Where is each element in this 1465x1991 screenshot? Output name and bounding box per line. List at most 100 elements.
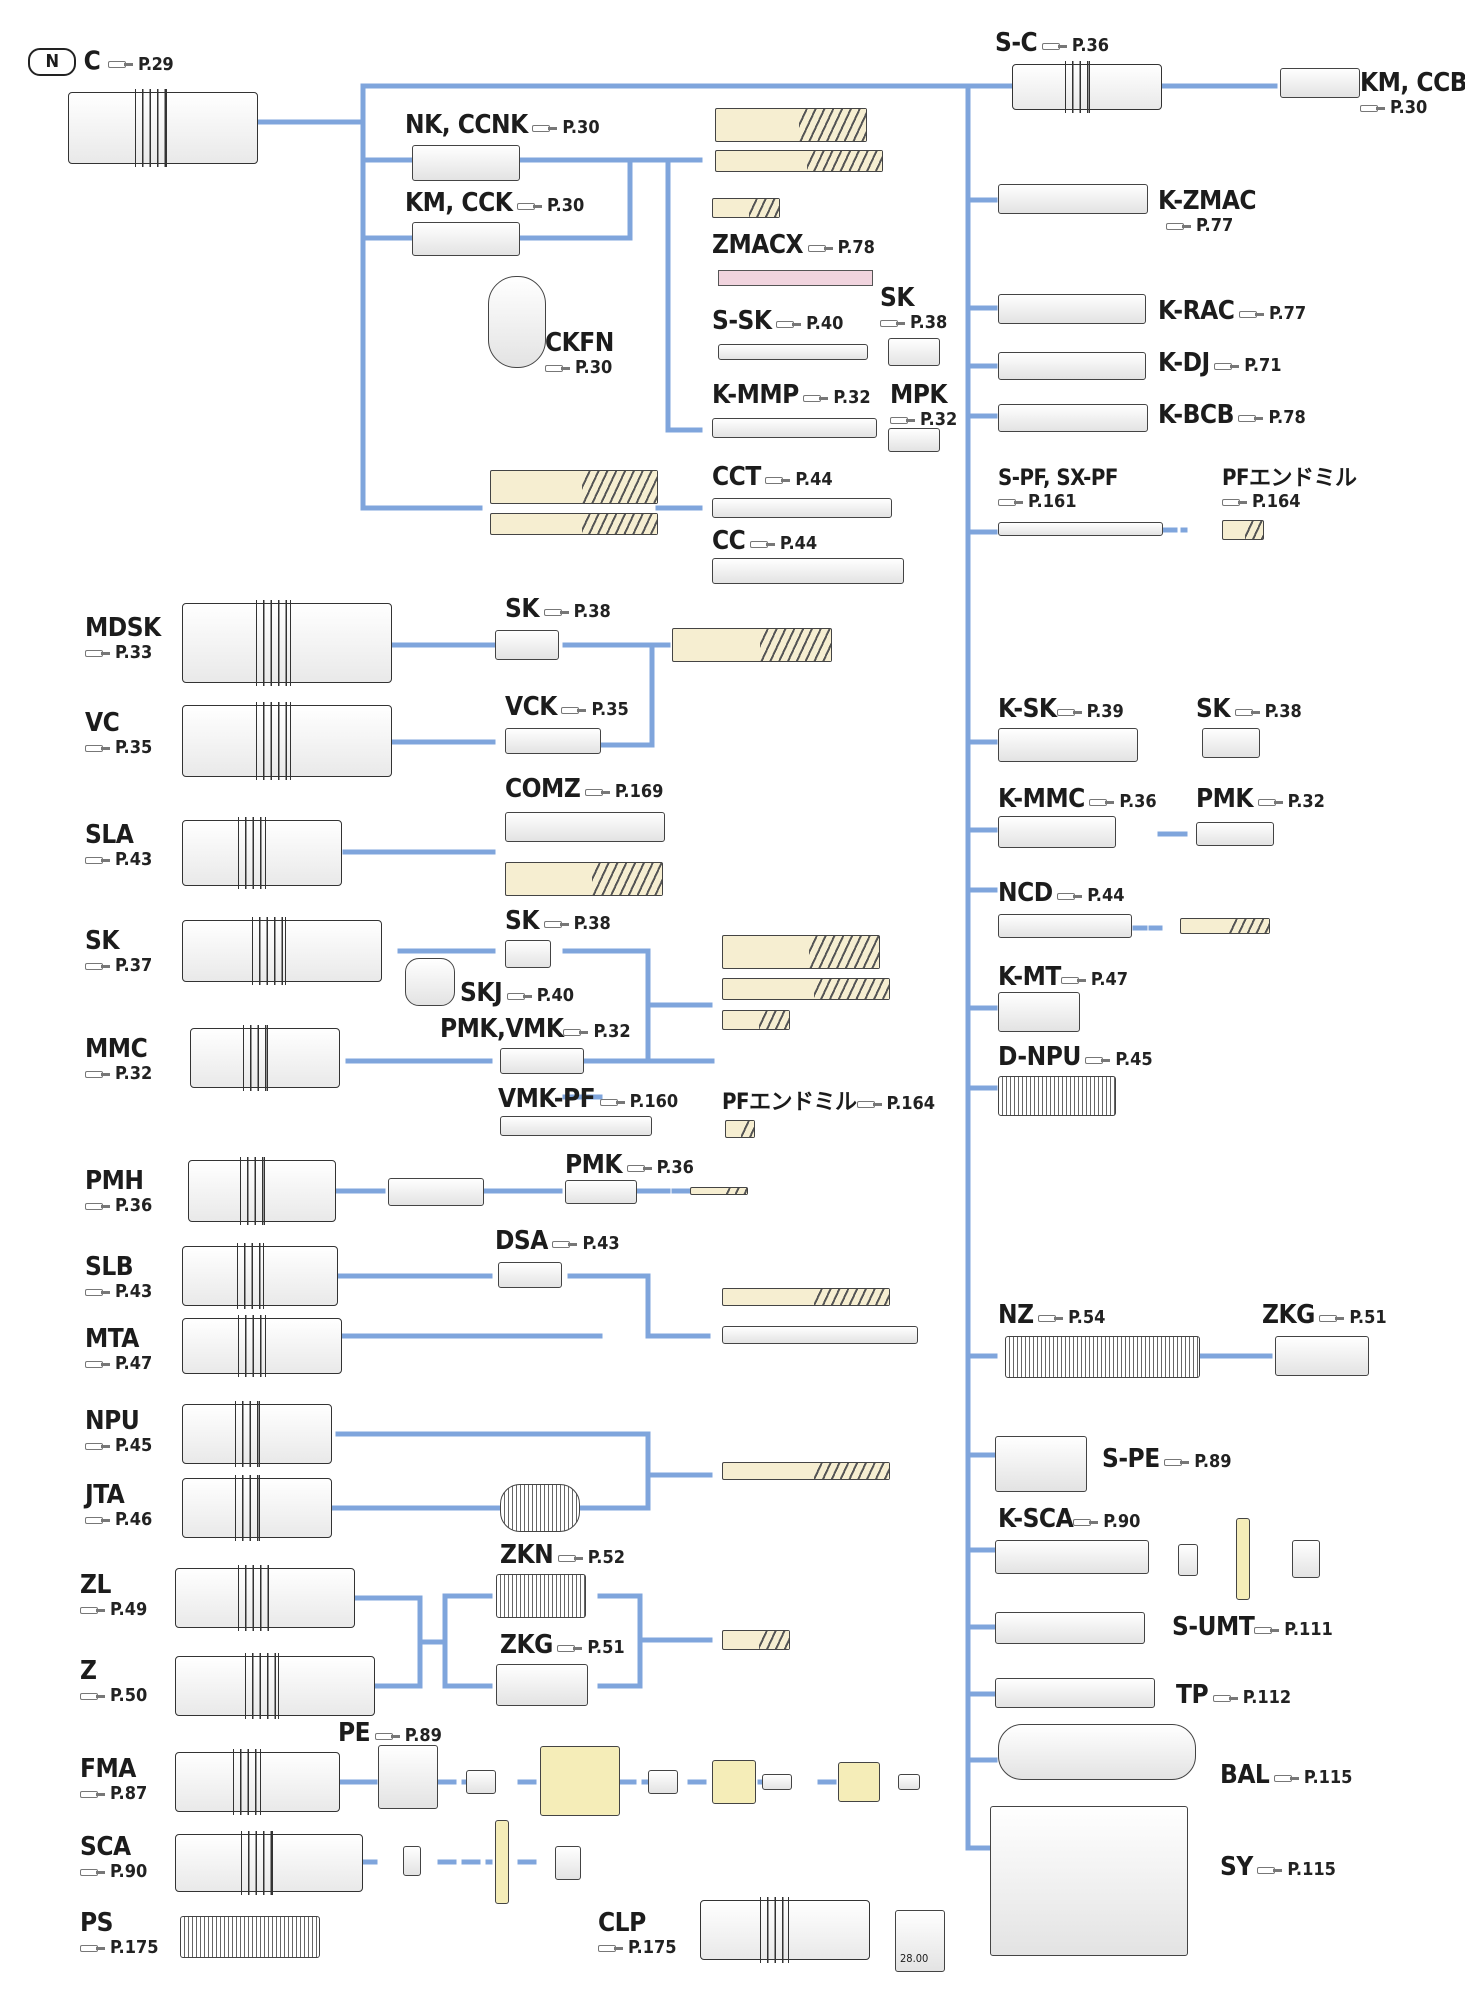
pointing-hand-icon xyxy=(1089,797,1115,808)
pointing-hand-icon xyxy=(776,319,802,330)
blade-image xyxy=(403,1846,421,1876)
sy-label: SY P.115 xyxy=(1220,1852,1336,1882)
pointing-hand-icon xyxy=(561,705,587,716)
pointing-hand-icon xyxy=(807,243,834,254)
nz-image xyxy=(1005,1336,1200,1378)
km-cck-image xyxy=(412,222,520,256)
screw-image xyxy=(762,1774,792,1790)
dsa-image xyxy=(498,1262,562,1288)
pointing-hand-icon xyxy=(80,1691,106,1702)
tap-image xyxy=(722,1010,790,1030)
drill-image xyxy=(715,150,883,172)
sk-collet-image xyxy=(495,630,559,660)
endmill-image xyxy=(672,628,832,662)
bal-image xyxy=(998,1724,1196,1780)
block-image xyxy=(555,1846,581,1880)
s-c-image xyxy=(1012,61,1162,113)
bolt-image xyxy=(648,1770,678,1794)
k-dj-image xyxy=(998,352,1146,380)
pointing-hand-icon xyxy=(516,201,543,212)
sk-38b-label: SK P.38 xyxy=(505,906,611,936)
pointing-hand-icon xyxy=(80,1943,106,1954)
pointing-hand-icon xyxy=(1060,975,1087,986)
km-cck-label: KM, CCK P.30 xyxy=(405,188,585,218)
k-sca-image xyxy=(995,1540,1149,1574)
pmk-vmk-image xyxy=(500,1048,584,1074)
pointing-hand-icon xyxy=(543,607,570,618)
skj-image xyxy=(405,958,455,1006)
pointing-hand-icon xyxy=(1212,1693,1239,1704)
zkg-right-label: ZKG P.51 xyxy=(1262,1300,1387,1330)
pointing-hand-icon xyxy=(1222,497,1248,508)
sy-image xyxy=(990,1806,1188,1956)
step-drill-image xyxy=(722,1326,918,1344)
mpk-image xyxy=(888,428,940,452)
k-bcb-label: K-BCB P.78 xyxy=(1158,400,1306,430)
pointing-hand-icon xyxy=(890,415,916,426)
pointing-hand-icon xyxy=(374,1731,401,1742)
drill-image xyxy=(722,978,890,1000)
bal-label: BAL P.115 xyxy=(1220,1760,1353,1790)
k-mmp-label: K-MMP P.32 xyxy=(712,380,871,410)
sca-holder-image xyxy=(175,1831,363,1895)
vck-label: VCK P.35 xyxy=(505,692,629,722)
sla-holder-image xyxy=(182,817,342,889)
pointing-hand-icon xyxy=(1214,361,1240,372)
vck-image xyxy=(505,728,601,754)
s-pf-image xyxy=(998,522,1163,536)
micro-drill-image xyxy=(690,1187,748,1195)
pe-image xyxy=(378,1745,438,1809)
pointing-hand-icon xyxy=(1073,1517,1099,1528)
s-sk-image xyxy=(718,344,868,360)
clp-display-box: 28.00 xyxy=(895,1910,945,1972)
pointing-hand-icon xyxy=(545,363,571,374)
pointing-hand-icon xyxy=(1273,1773,1300,1784)
pmh-holder-image xyxy=(188,1157,336,1225)
clp-display-value: 28.00 xyxy=(900,1952,929,1965)
pointing-hand-icon xyxy=(557,1643,583,1654)
pointing-hand-icon xyxy=(765,475,791,486)
zkn-image xyxy=(496,1574,586,1618)
center-drill-image xyxy=(1180,918,1270,934)
code-text: C xyxy=(83,46,101,77)
k-bcb-image xyxy=(998,404,1148,432)
pointing-hand-icon xyxy=(1360,103,1386,114)
c-holder-label: N C P.29 xyxy=(28,46,174,77)
k-mmc-image xyxy=(998,816,1116,848)
pointing-hand-icon xyxy=(80,1789,106,1800)
pointing-hand-icon xyxy=(85,1287,111,1298)
k-sk-image xyxy=(998,728,1138,762)
pe-label: PE P.89 xyxy=(338,1718,442,1748)
pf-endmill-image xyxy=(1222,520,1264,540)
comz-label: COMZ P.169 xyxy=(505,774,664,804)
clp-holder-image xyxy=(700,1897,870,1963)
pointing-hand-icon xyxy=(107,59,134,70)
d-npu-image xyxy=(998,1076,1116,1116)
s-umt-image xyxy=(995,1612,1145,1644)
pointing-hand-icon xyxy=(1234,707,1261,718)
pointing-hand-icon xyxy=(85,1441,111,1452)
pointing-hand-icon xyxy=(1164,1457,1190,1468)
pointing-hand-icon xyxy=(1041,41,1068,52)
pmh-sleeve-image xyxy=(388,1178,484,1206)
jta-holder-image xyxy=(182,1475,332,1541)
bolt-image xyxy=(466,1770,496,1794)
tap-image xyxy=(712,198,780,218)
k-mmc-label: K-MMC P.36 xyxy=(998,784,1157,814)
